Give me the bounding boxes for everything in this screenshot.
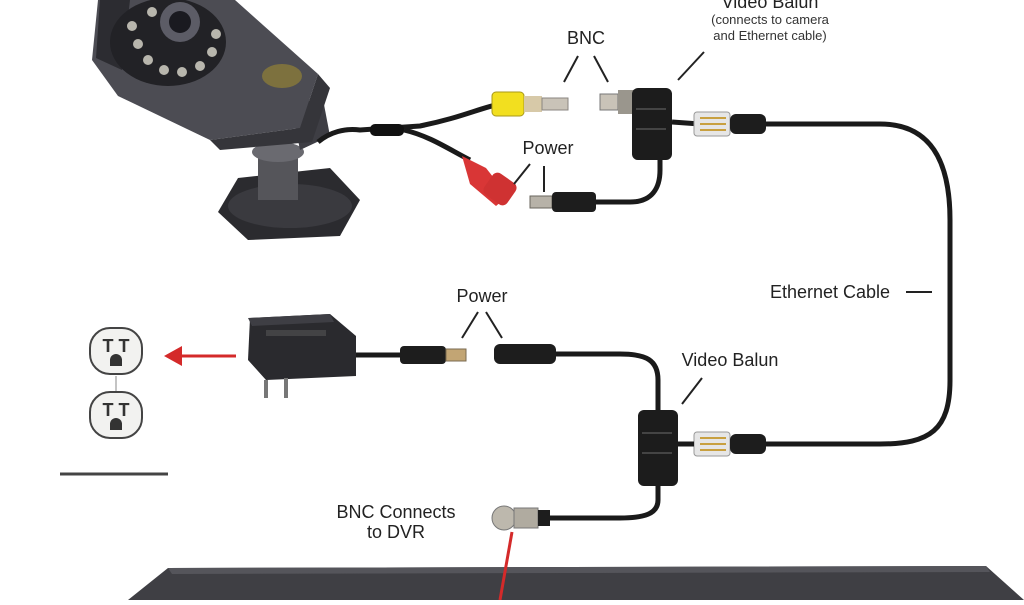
camera-icon: [92, 0, 360, 240]
arrow-to-outlet: [164, 346, 236, 366]
dc-plug-mid: [400, 346, 467, 364]
bnc-dvr-label-2: to DVR: [367, 522, 425, 542]
power-top-pointer: [513, 163, 545, 192]
bnc-plug-top: [599, 90, 634, 114]
video-balun-mid-pointer: [681, 377, 703, 405]
power-top-label: Power: [522, 138, 573, 158]
bnc-pointer: [563, 55, 609, 83]
balun-icon: [632, 88, 672, 160]
rj45-icon-bottom: [693, 431, 766, 457]
outlet-icon: T T: [89, 327, 143, 375]
ethernet-cable-label: Ethernet Cable: [770, 282, 890, 302]
svg-text:T T: T T: [103, 336, 130, 356]
power-mid-label: Power: [456, 286, 507, 306]
dvr-icon: [128, 566, 1024, 600]
video-balun-top-label: Video Balun: [722, 0, 819, 12]
dc-jack-mid: [494, 344, 556, 364]
rj45-icon: [693, 111, 766, 137]
cable-splitter: [370, 124, 404, 136]
camera-pigtail-cable: [316, 101, 501, 144]
bnc-adapter-yellow: [491, 91, 569, 117]
outlet-icon-lower: T T: [89, 391, 143, 439]
ethernet-cable: [766, 121, 953, 447]
power-jack-red: [462, 156, 517, 206]
power-adapter-icon: [248, 314, 356, 398]
video-balun-top-note-2: and Ethernet cable): [713, 28, 826, 43]
video-balun-top-pointer: [677, 51, 705, 81]
bnc-icon: [491, 505, 550, 531]
power-mid-pointer: [461, 311, 503, 339]
video-balun-mid-label: Video Balun: [682, 350, 779, 370]
bnc-to-dvr-line: [498, 531, 514, 601]
balun-icon-bottom: [638, 410, 678, 486]
bnc-label: BNC: [567, 28, 605, 48]
dc-plug-top: [529, 192, 596, 212]
video-balun-top-note-1: (connects to camera: [711, 12, 830, 27]
svg-text:T T: T T: [103, 400, 130, 420]
bnc-dvr-label-1: BNC Connects: [336, 502, 455, 522]
